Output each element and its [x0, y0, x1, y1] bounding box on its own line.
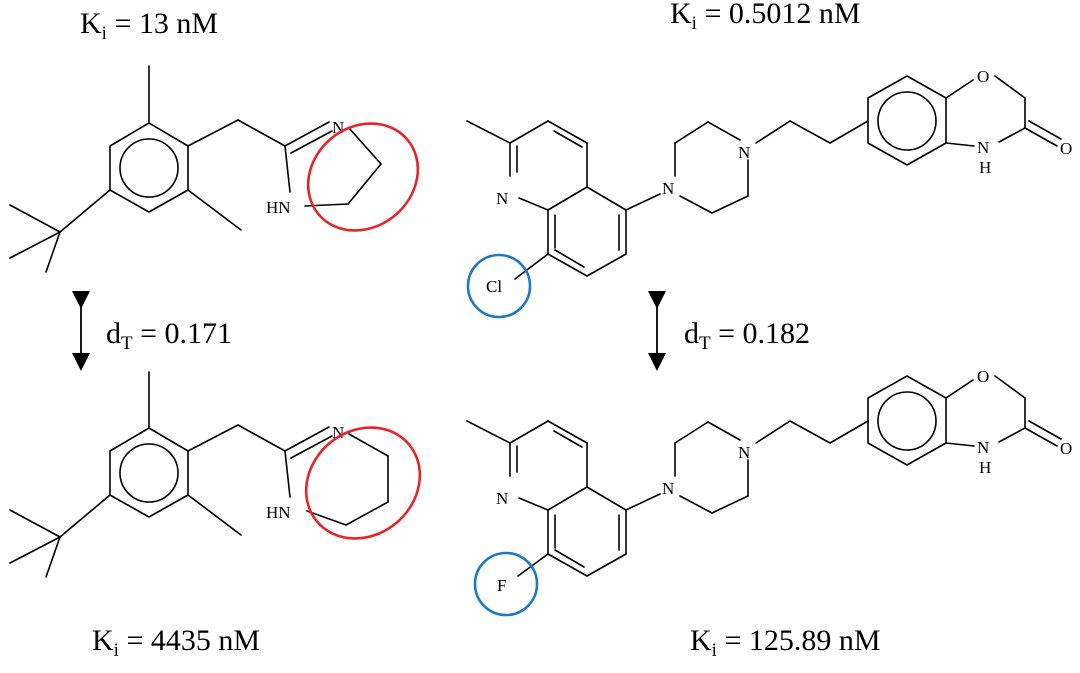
amide-hydrogen: H: [979, 458, 991, 477]
nh-atom: HN: [266, 503, 291, 522]
ki-label-left-top: Ki = 13 nM: [80, 7, 218, 44]
nh-atom: HN: [266, 198, 291, 217]
carbonyl-oxygen: O: [1060, 439, 1072, 458]
amide-nitrogen: N: [977, 138, 989, 157]
ring-highlight-red: [306, 122, 420, 232]
molecule-right-bottom: N F N N O N H O: [466, 367, 1072, 617]
ki-label-left-bottom: Ki = 4435 nM: [92, 624, 260, 661]
piperazine-nitrogen: N: [662, 179, 674, 198]
quinoline-nitrogen: N: [496, 189, 508, 208]
oxygen-atom: O: [977, 367, 989, 386]
dt-label-left: dT = 0.171: [106, 317, 232, 354]
oxygen-atom: O: [977, 67, 989, 86]
piperazine-nitrogen: N: [738, 443, 750, 462]
chlorine-atom: Cl: [486, 277, 502, 296]
amide-hydrogen: H: [979, 158, 991, 177]
molecule-left-top: N HN: [9, 65, 420, 273]
halogen-highlight-blue: [473, 551, 539, 617]
molecule-right-top: N Cl N N O N H O: [466, 67, 1072, 319]
piperazine-nitrogen: N: [738, 143, 750, 162]
carbonyl-oxygen: O: [1060, 139, 1072, 158]
ring-highlight-red: [304, 426, 422, 540]
fluorine-atom: F: [497, 576, 506, 595]
dt-label-right: dT = 0.182: [684, 317, 810, 354]
molecule-left-bottom: N HN: [9, 371, 422, 578]
amide-nitrogen: N: [977, 438, 989, 457]
nitrogen-atom: N: [332, 423, 344, 442]
halogen-highlight-blue: [466, 253, 532, 319]
quinoline-nitrogen: N: [496, 489, 508, 508]
ki-label-right-bottom: Ki = 125.89 nM: [690, 624, 881, 661]
ki-label-right-top: Ki = 0.5012 nM: [670, 0, 861, 34]
piperazine-nitrogen: N: [662, 479, 674, 498]
